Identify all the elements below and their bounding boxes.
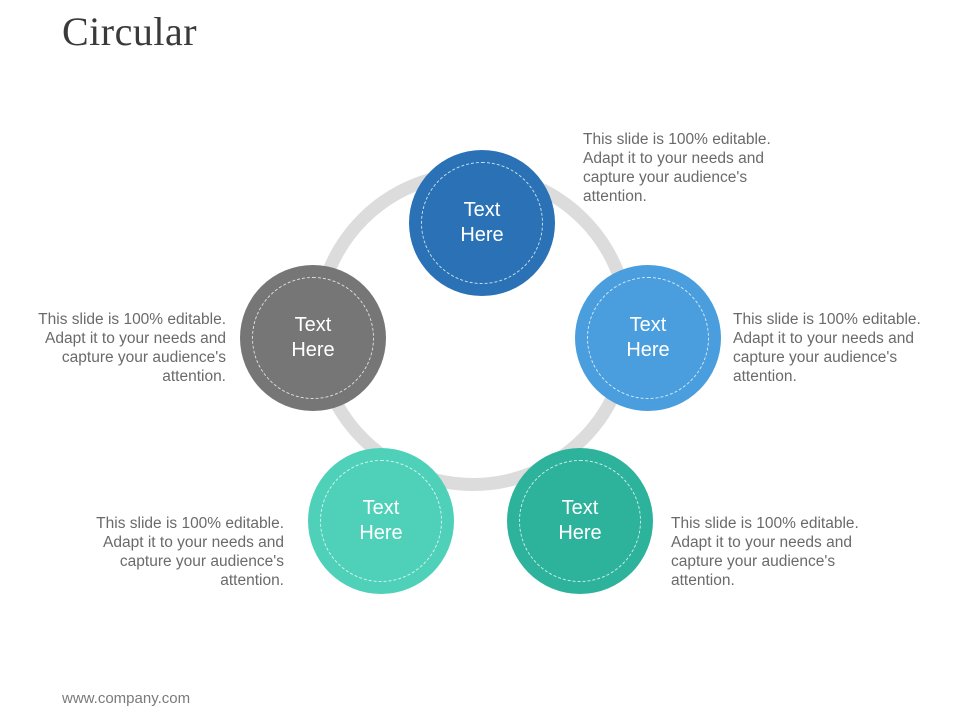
circle-node-1[interactable]: Text Here	[409, 150, 555, 296]
circle-node-4[interactable]: Text Here	[308, 448, 454, 594]
slide-title: Circular	[62, 9, 198, 54]
circle-node-2[interactable]: Text Here	[575, 265, 721, 411]
node-1-dashed-ring: Text Here	[421, 162, 543, 284]
footer-url[interactable]: www.company.com	[62, 690, 191, 707]
node-2-description: This slide is 100% editable. Adapt it to…	[733, 311, 921, 385]
node-5-dashed-ring: Text Here	[252, 277, 374, 399]
node-4-dashed-ring: Text Here	[320, 460, 442, 582]
node-3-label: Text Here	[558, 497, 602, 544]
node-1-description: This slide is 100% editable. Adapt it to…	[583, 131, 771, 205]
node-4-label: Text Here	[359, 497, 403, 544]
node-5-description: This slide is 100% editable. Adapt it to…	[38, 311, 226, 385]
node-1-label: Text Here	[460, 199, 504, 246]
node-3-dashed-ring: Text Here	[519, 460, 641, 582]
node-2-label: Text Here	[626, 314, 670, 361]
node-3-description: This slide is 100% editable. Adapt it to…	[671, 515, 859, 589]
node-4-description: This slide is 100% editable. Adapt it to…	[96, 515, 284, 589]
node-2-dashed-ring: Text Here	[587, 277, 709, 399]
circle-node-5[interactable]: Text Here	[240, 265, 386, 411]
circle-node-3[interactable]: Text Here	[507, 448, 653, 594]
node-5-label: Text Here	[291, 314, 335, 361]
